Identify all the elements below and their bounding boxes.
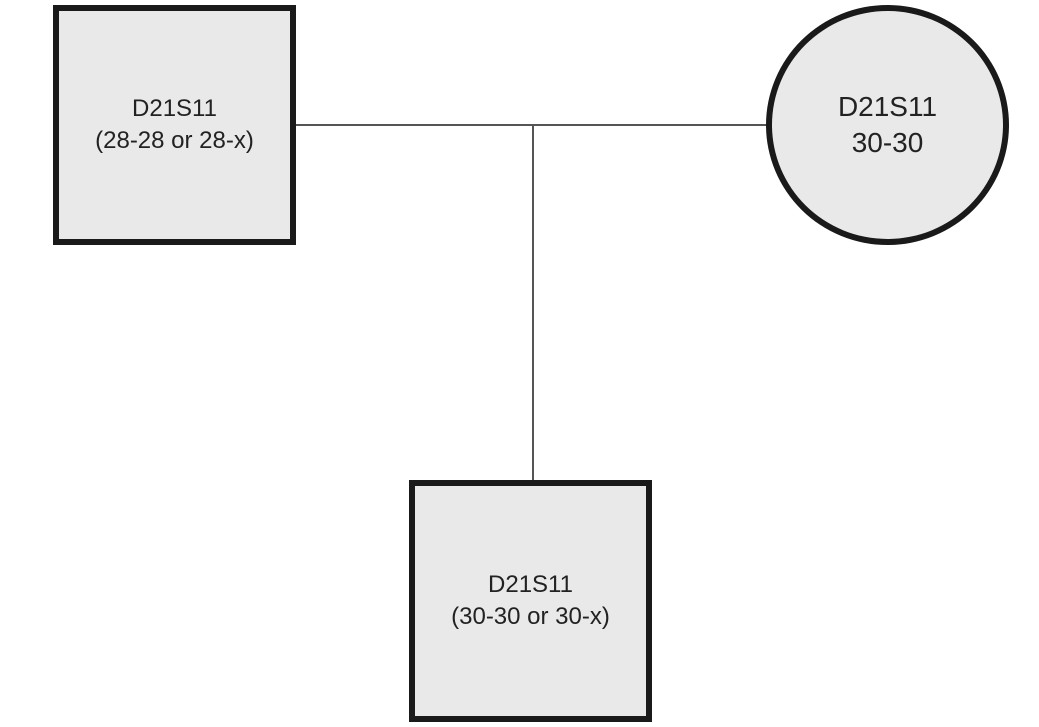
child-genotype: (30-30 or 30-x) — [451, 603, 610, 630]
father-square-node: D21S11 (28-28 or 28-x) — [53, 5, 296, 245]
child-locus: D21S11 — [488, 571, 573, 598]
mother-locus: D21S11 — [837, 91, 938, 122]
mother-circle-node: D21S11 30-30 — [766, 5, 1009, 245]
mother-genotype: 30-30 — [851, 127, 924, 158]
child-square-node: D21S11 (30-30 or 30-x) — [409, 480, 652, 722]
father-locus: D21S11 — [132, 95, 217, 122]
father-genotype: (28-28 or 28-x) — [95, 127, 254, 154]
